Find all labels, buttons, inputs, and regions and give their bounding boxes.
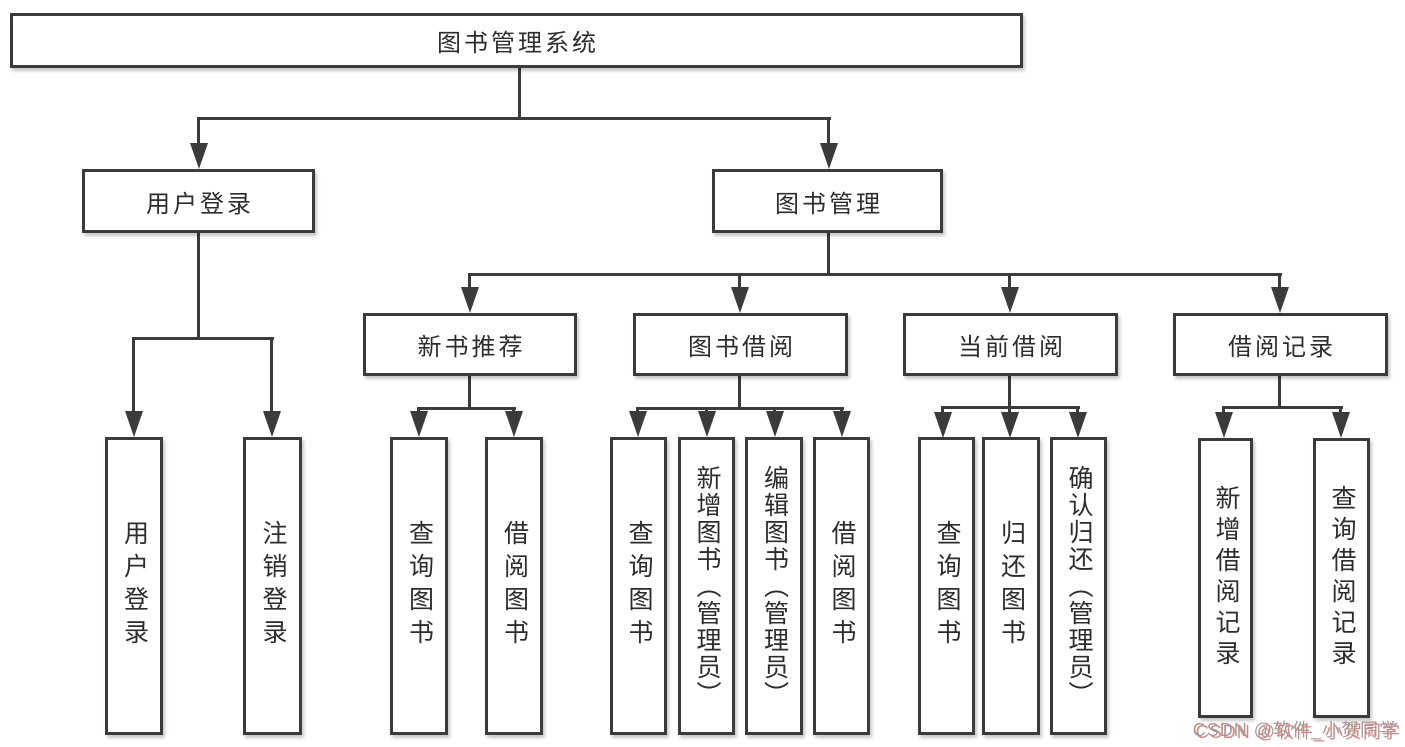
node-label: 归还图书 <box>997 520 1026 652</box>
leaf-borrow-books-recommend: 借阅图书 <box>485 437 543 735</box>
leaf-logout: 注销登录 <box>243 437 302 735</box>
node-label: 借阅图书 <box>828 520 856 652</box>
node-label: 新增图书（管理员） <box>693 464 721 708</box>
node-label: 用户登录 <box>120 520 149 652</box>
node-label: 用户登录 <box>146 190 254 218</box>
node-label: 图书管理系统 <box>437 30 599 57</box>
leaf-confirm-return-admin: 确认归还（管理员） <box>1050 437 1107 735</box>
arrowhead-down <box>934 412 952 438</box>
node-label: 查询借阅记录 <box>1328 485 1356 671</box>
connector-drop <box>1008 406 1011 415</box>
connector-drop <box>132 337 135 415</box>
leaf-borrow-books: 借阅图书 <box>813 437 870 735</box>
csdn-watermark: CSDN @软件_小贺同学 <box>1192 720 1398 740</box>
arrowhead-down <box>505 411 523 437</box>
connector-drop <box>197 117 200 147</box>
leaf-return-books: 归还图书 <box>982 437 1040 735</box>
connector-root-stem <box>518 66 521 120</box>
arrowhead-down <box>125 411 143 437</box>
arrowhead-down <box>410 411 428 437</box>
connector-stem <box>1278 374 1281 409</box>
node-user-login: 用户登录 <box>82 169 315 233</box>
connector-book-mgmt-stem <box>827 230 830 276</box>
leaf-add-borrow-record: 新增借阅记录 <box>1198 438 1253 718</box>
node-label: 当前借阅 <box>958 334 1066 361</box>
connector-stem <box>468 374 471 410</box>
node-current-borrow: 当前借阅 <box>903 313 1118 376</box>
connector-branch <box>132 337 274 340</box>
node-label: 确认归还（管理员） <box>1065 464 1093 708</box>
arrowhead-down <box>263 411 281 437</box>
node-book-management: 图书管理 <box>712 169 943 233</box>
arrowhead-down <box>731 287 749 313</box>
leaf-query-books: 查询图书 <box>610 437 667 735</box>
connector-branch <box>417 407 516 410</box>
connector-stem <box>1008 374 1011 409</box>
connector-drop <box>1008 273 1011 291</box>
leaf-edit-books-admin: 编辑图书（管理员） <box>745 437 803 735</box>
arrowhead-down <box>1001 412 1019 438</box>
node-library-management-system: 图书管理系统 <box>10 13 1023 68</box>
connector-user-login-stem <box>197 230 200 340</box>
node-book-borrow: 图书借阅 <box>633 313 848 376</box>
arrowhead-down <box>1271 287 1289 313</box>
leaf-query-books-current: 查询图书 <box>918 437 975 735</box>
arrowhead-down <box>1215 412 1233 438</box>
connector-drop <box>1076 406 1079 415</box>
connector-drop <box>270 337 273 415</box>
node-label: 查询图书 <box>625 520 653 652</box>
connector-l3-branch <box>468 273 1282 276</box>
node-label: 图书借阅 <box>688 334 796 361</box>
arrowhead-down <box>766 411 784 437</box>
arrowhead-down <box>833 411 851 437</box>
node-label: 查询图书 <box>405 520 434 652</box>
connector-drop <box>1339 406 1342 415</box>
connector-drop <box>1222 406 1225 415</box>
node-label: 借阅记录 <box>1228 334 1336 361</box>
arrowhead-down <box>1332 412 1350 438</box>
connector-branch <box>636 407 844 410</box>
node-label: 注销登录 <box>259 520 287 652</box>
arrowhead-down <box>190 143 208 169</box>
arrowhead-down <box>1001 287 1019 313</box>
connector-drop <box>738 273 741 291</box>
arrowhead-down <box>820 143 838 169</box>
leaf-query-borrow-record: 查询借阅记录 <box>1313 438 1370 718</box>
leaf-query-books-recommend: 查询图书 <box>390 437 448 735</box>
leaf-user-login: 用户登录 <box>105 437 163 735</box>
arrowhead-down <box>698 411 716 437</box>
connector-drop <box>941 406 944 415</box>
node-label: 查询图书 <box>933 520 961 652</box>
node-label: 新增借阅记录 <box>1212 485 1240 671</box>
node-label: 新书推荐 <box>417 334 526 361</box>
connector-l2-branch <box>197 117 831 120</box>
leaf-add-books-admin: 新增图书（管理员） <box>678 437 735 735</box>
node-new-book-recommend: 新书推荐 <box>363 313 577 376</box>
node-borrow-records: 借阅记录 <box>1173 313 1388 376</box>
arrowhead-down <box>1069 412 1087 438</box>
arrowhead-down <box>629 411 647 437</box>
connector-branch <box>1222 406 1343 409</box>
connector-stem <box>738 374 741 410</box>
node-label: 借阅图书 <box>500 520 529 652</box>
arrowhead-down <box>461 287 479 313</box>
connector-drop <box>827 117 830 147</box>
node-label: 图书管理 <box>775 190 883 218</box>
connector-drop <box>1278 273 1281 291</box>
node-label: 编辑图书（管理员） <box>760 464 789 708</box>
connector-drop <box>468 273 471 291</box>
